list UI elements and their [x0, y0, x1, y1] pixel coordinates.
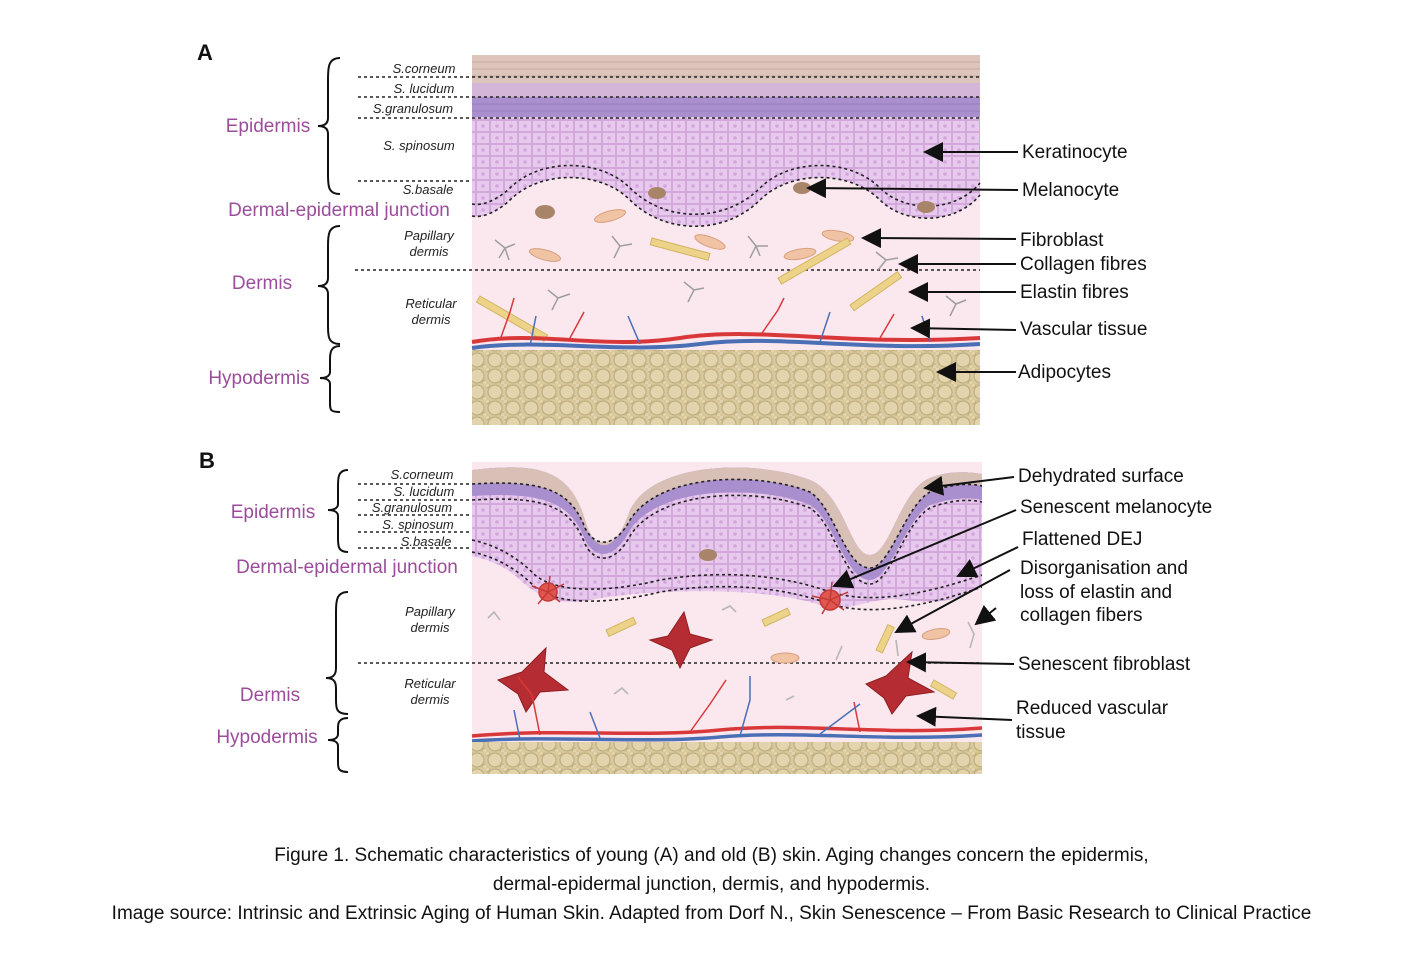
panel-a-callout-adipocytes: Adipocytes [1018, 362, 1111, 383]
panel-b-callout-disorganisation-1: Disorganisation and [1020, 558, 1188, 579]
panel-b-region-dermis: Dermis [240, 685, 300, 706]
panel-a-layer-papillary-dermis: dermis [409, 244, 449, 259]
panel-a-region-dej: Dermal-epidermal junction [228, 200, 450, 221]
panel-b-layer-spinosum: S. spinosum [382, 517, 454, 532]
panel-a-skin-illustration [355, 55, 981, 425]
panel-a-callout-elastin: Elastin fibres [1020, 282, 1129, 303]
panel-b-layer-papillary-dermis: dermis [410, 620, 450, 635]
panel-b-callout-arrows [832, 475, 1019, 727]
panel-a-callout-fibroblast: Fibroblast [1020, 230, 1104, 251]
panel-b-region-dej: Dermal-epidermal junction [236, 557, 458, 578]
panel-a-region-hypodermis: Hypodermis [208, 368, 309, 389]
panel-b-layer-reticular: Reticular [404, 676, 456, 691]
panel-b-layer-granulosum: S.granulosum [372, 500, 452, 515]
panel-b-callout-reduced-vascular-2: tissue [1016, 722, 1066, 743]
panel-a-region-dermis: Dermis [232, 273, 292, 294]
panel-a-layer-reticular-dermis: dermis [411, 312, 451, 327]
panel-a-callout-melanocyte: Melanocyte [1022, 180, 1119, 201]
panel-b-callout-flattened-dej: Flattened DEJ [1022, 529, 1142, 550]
panel-a-callout-arrows [806, 142, 1019, 382]
panel-b-layer-corneum: S.corneum [391, 467, 454, 482]
panel-a-callout-collagen: Collagen fibres [1020, 254, 1147, 275]
panel-a-layer-basale: S.basale [403, 182, 454, 197]
figure-caption-source: Image source: Intrinsic and Extrinsic Ag… [111, 903, 1312, 924]
panel-a-layer-corneum: S.corneum [393, 61, 456, 76]
panel-b-region-hypodermis: Hypodermis [216, 727, 317, 748]
panel-a-callout-vascular: Vascular tissue [1020, 319, 1147, 340]
panel-a-letter: A [197, 40, 213, 65]
panel-b-callout-reduced-vascular-1: Reduced vascular [1016, 698, 1169, 719]
figure-caption-line-1: Figure 1. Schematic characteristics of y… [274, 845, 1149, 866]
panel-b-letter: B [199, 448, 215, 473]
skin-aging-figure: A [197, 40, 1212, 774]
panel-b-callout-senescent-melanocyte: Senescent melanocyte [1020, 497, 1212, 518]
panel-b: B [199, 448, 1212, 774]
panel-a-region-braces [317, 57, 341, 413]
panel-b-layer-reticular-dermis: dermis [410, 692, 450, 707]
panel-a: A [197, 40, 1147, 425]
panel-a-callout-keratinocyte: Keratinocyte [1022, 142, 1128, 163]
panel-b-layer-basale: S.basale [401, 534, 452, 549]
panel-b-layer-lucidum: S. lucidum [394, 484, 455, 499]
panel-a-layer-reticular: Reticular [405, 296, 457, 311]
panel-b-region-braces [325, 469, 349, 773]
panel-b-region-epidermis: Epidermis [231, 502, 315, 523]
panel-b-layer-papillary: Papillary [405, 604, 456, 619]
panel-a-layer-spinosum: S. spinosum [383, 138, 455, 153]
panel-b-callout-senescent-fibroblast: Senescent fibroblast [1018, 654, 1191, 675]
panel-a-layer-papillary: Papillary [404, 228, 455, 243]
figure-caption-line-2: dermal-epidermal junction, dermis, and h… [492, 874, 931, 895]
panel-b-callout-disorganisation-2: loss of elastin and [1020, 582, 1172, 603]
panel-b-callout-dehydrated: Dehydrated surface [1018, 466, 1184, 487]
panel-b-callout-disorganisation-3: collagen fibers [1020, 605, 1143, 626]
panel-a-layer-granulosum: S.granulosum [373, 101, 453, 116]
panel-a-region-epidermis: Epidermis [226, 116, 310, 137]
panel-a-layer-lucidum: S. lucidum [394, 81, 455, 96]
